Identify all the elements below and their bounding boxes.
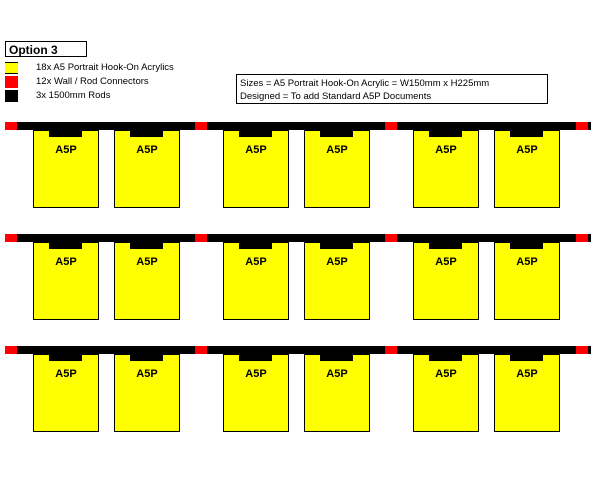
acrylic-label: A5P — [136, 256, 158, 268]
acrylic-label: A5P — [136, 144, 158, 156]
hook — [320, 354, 353, 361]
hook — [49, 354, 82, 361]
wall-rod-connector — [576, 234, 588, 242]
hook — [130, 130, 163, 137]
a5-portrait-acrylic: A5P — [494, 130, 560, 208]
wall-rod-connector — [195, 346, 207, 354]
hook — [239, 130, 272, 137]
a5-portrait-acrylic: A5P — [413, 354, 479, 432]
wall-rod-connector — [195, 122, 207, 130]
acrylic-label: A5P — [245, 368, 267, 380]
wall-rod-connector — [5, 346, 17, 354]
a5-portrait-acrylic: A5P — [223, 130, 289, 208]
a5-portrait-acrylic: A5P — [114, 130, 180, 208]
a5-portrait-acrylic: A5P — [413, 130, 479, 208]
hook — [510, 130, 543, 137]
acrylic-label: A5P — [55, 144, 77, 156]
hook — [320, 242, 353, 249]
acrylic-label: A5P — [435, 144, 457, 156]
wall-rod-connector — [576, 346, 588, 354]
hook — [510, 354, 543, 361]
acrylic-label: A5P — [516, 368, 538, 380]
legend-swatch-acrylic — [5, 62, 18, 74]
a5-portrait-acrylic: A5P — [304, 130, 370, 208]
acrylic-label: A5P — [435, 256, 457, 268]
legend-label-rod: 3x 1500mm Rods — [36, 90, 111, 101]
a5-portrait-acrylic: A5P — [33, 354, 99, 432]
wall-rod-connector — [385, 234, 397, 242]
hook — [130, 242, 163, 249]
rod — [5, 346, 591, 354]
acrylic-label: A5P — [516, 144, 538, 156]
a5-portrait-acrylic: A5P — [223, 242, 289, 320]
acrylic-label: A5P — [245, 256, 267, 268]
wall-rod-connector — [5, 234, 17, 242]
hook — [429, 130, 462, 137]
legend-label-acrylic: 18x A5 Portrait Hook-On Acrylics — [36, 62, 174, 73]
legend-label-connector: 12x Wall / Rod Connectors — [36, 76, 149, 87]
info-sizes: Sizes = A5 Portrait Hook-On Acrylic = W1… — [240, 78, 490, 89]
wall-rod-connector — [195, 234, 207, 242]
legend-swatch-rod — [5, 90, 18, 102]
hook — [239, 242, 272, 249]
rod — [5, 122, 591, 130]
acrylic-label: A5P — [326, 144, 348, 156]
hook — [429, 354, 462, 361]
a5-portrait-acrylic: A5P — [33, 242, 99, 320]
acrylic-label: A5P — [435, 368, 457, 380]
hook — [130, 354, 163, 361]
hook — [510, 242, 543, 249]
acrylic-label: A5P — [516, 256, 538, 268]
hook — [49, 130, 82, 137]
a5-portrait-acrylic: A5P — [114, 242, 180, 320]
acrylic-label: A5P — [245, 144, 267, 156]
a5-portrait-acrylic: A5P — [33, 130, 99, 208]
wall-rod-connector — [385, 346, 397, 354]
wall-rod-connector — [576, 122, 588, 130]
a5-portrait-acrylic: A5P — [494, 354, 560, 432]
hook — [49, 242, 82, 249]
wall-rod-connector — [385, 122, 397, 130]
info-designed: Designed = To add Standard A5P Documents — [240, 91, 432, 102]
wall-rod-connector — [5, 122, 17, 130]
acrylic-label: A5P — [136, 368, 158, 380]
a5-portrait-acrylic: A5P — [114, 354, 180, 432]
acrylic-label: A5P — [326, 256, 348, 268]
hook — [429, 242, 462, 249]
acrylic-label: A5P — [326, 368, 348, 380]
acrylic-label: A5P — [55, 368, 77, 380]
a5-portrait-acrylic: A5P — [413, 242, 479, 320]
info-box: Sizes = A5 Portrait Hook-On Acrylic = W1… — [236, 74, 548, 104]
hook — [320, 130, 353, 137]
option-title: Option 3 — [5, 41, 87, 57]
a5-portrait-acrylic: A5P — [304, 354, 370, 432]
a5-portrait-acrylic: A5P — [304, 242, 370, 320]
rod — [5, 234, 591, 242]
acrylic-label: A5P — [55, 256, 77, 268]
legend-swatch-connector — [5, 76, 18, 88]
a5-portrait-acrylic: A5P — [494, 242, 560, 320]
hook — [239, 354, 272, 361]
a5-portrait-acrylic: A5P — [223, 354, 289, 432]
